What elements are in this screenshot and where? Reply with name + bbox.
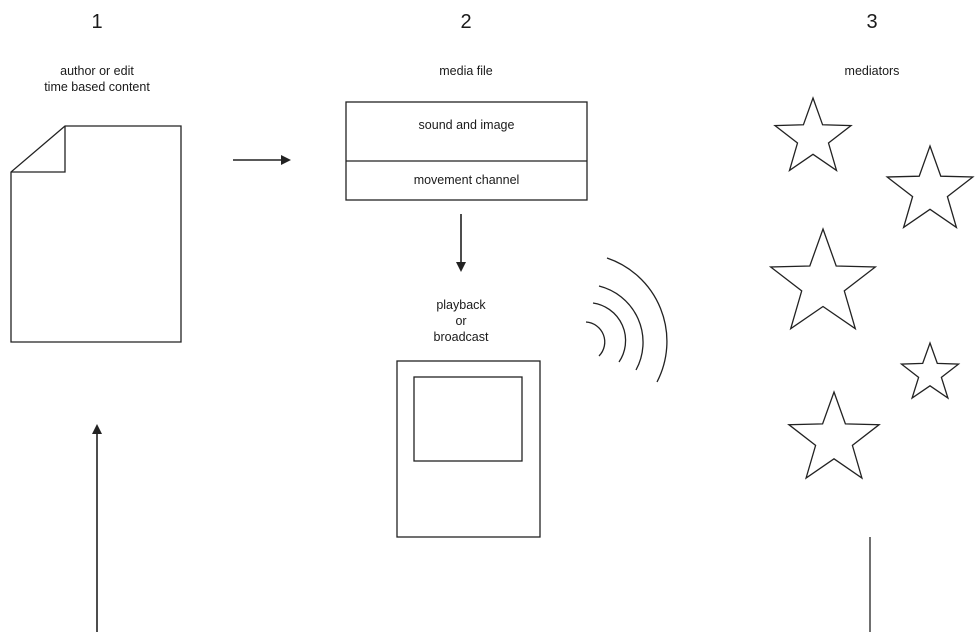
- media-player-icon: [396, 360, 541, 538]
- star-icon: [885, 144, 975, 229]
- media-file-top-section-label: sound and image: [418, 118, 515, 132]
- star-icon: [773, 96, 853, 172]
- step-1-label-line-2: time based content: [44, 80, 150, 94]
- playback-label-line-2: or: [455, 314, 467, 328]
- broadcast-waves-icon: [585, 257, 668, 383]
- star-icon: [768, 227, 878, 331]
- star-icon: [787, 390, 881, 480]
- step-3-number: 3: [866, 11, 878, 33]
- playback-label-line-1: playback: [436, 298, 486, 312]
- step-2-label-line-1: media file: [439, 64, 493, 78]
- step-1-label-line-1: author or edit: [60, 64, 134, 78]
- media-file-box: [345, 101, 588, 201]
- media-file-bottom-section-label: movement channel: [413, 173, 520, 187]
- step-2-number: 2: [460, 11, 472, 33]
- step-2-label: media file: [366, 63, 566, 79]
- star-icon: [899, 341, 961, 400]
- document-icon: [10, 125, 182, 343]
- playback-label-line-3: broadcast: [433, 330, 489, 344]
- step-3-label-line-1: mediators: [844, 64, 900, 78]
- step-1-number: 1: [91, 11, 103, 33]
- mediator-stars: [768, 96, 975, 480]
- step-3-label: mediators: [780, 63, 964, 79]
- playback-label: playback or broadcast: [401, 297, 521, 345]
- step-1-label: author or edit time based content: [0, 63, 194, 95]
